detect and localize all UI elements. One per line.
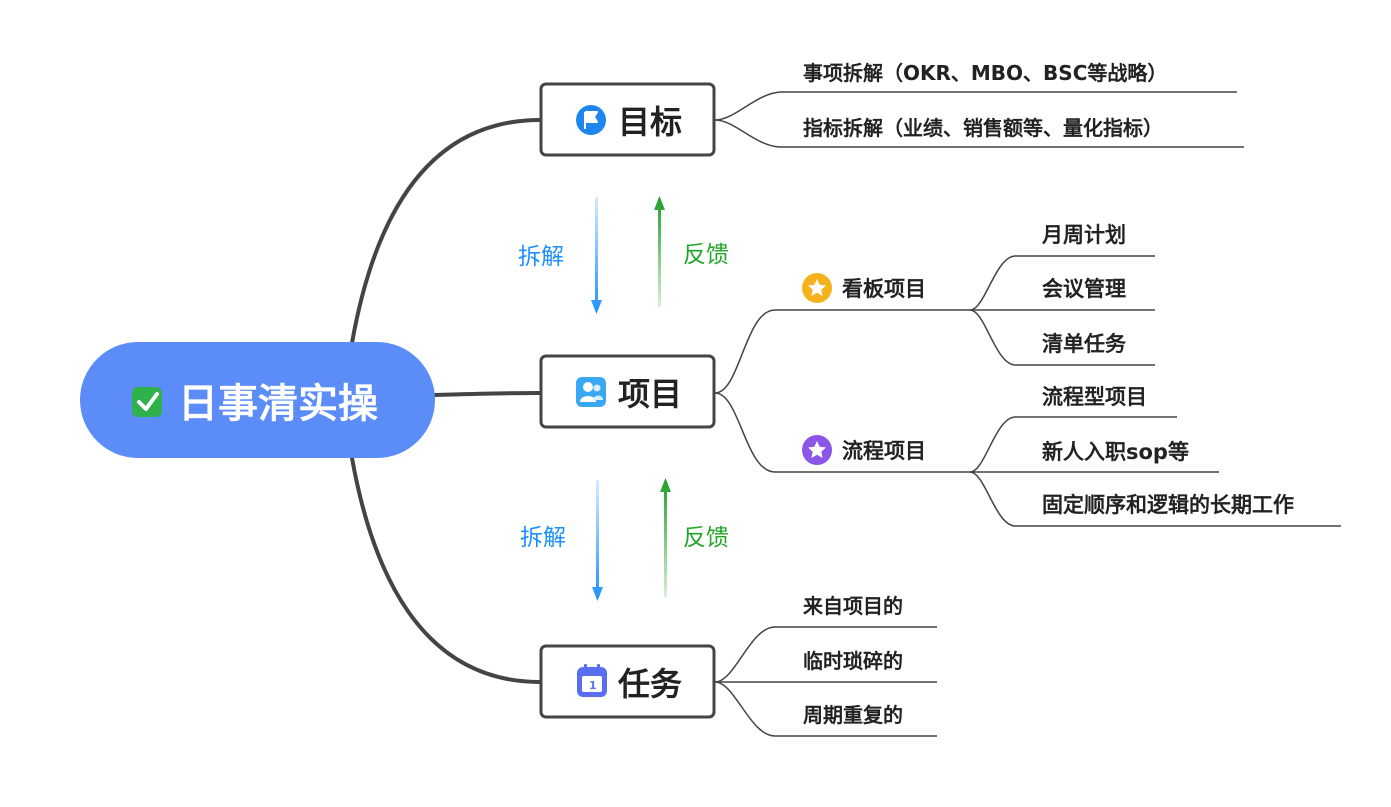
feedback-arrow (654, 196, 665, 307)
root-label: 日事清实操 (178, 381, 378, 427)
flow-upper: 拆解 反馈 (518, 196, 729, 314)
project-node[interactable]: 项目 (539, 354, 716, 429)
task-leaf[interactable]: 周期重复的 (803, 703, 903, 727)
process-leaf[interactable]: 固定顺序和逻辑的长期工作 (1042, 493, 1294, 517)
feedback-arrow (660, 478, 671, 597)
kanban-leaf[interactable]: 清单任务 (1042, 332, 1127, 356)
task-node[interactable]: 1 任务 (539, 644, 716, 719)
calendar-icon: 1 (577, 664, 607, 697)
goal-leaf[interactable]: 指标拆解（业绩、销售额等、量化指标） (803, 116, 1163, 140)
svg-text:1: 1 (589, 679, 597, 692)
process-leaf[interactable]: 新人入职sop等 (1042, 440, 1189, 464)
project-label: 项目 (618, 375, 682, 413)
task-label: 任务 (618, 665, 682, 703)
task-leaves: 来自项目的 临时琐碎的 周期重复的 (802, 594, 903, 727)
decompose-label: 拆解 (518, 244, 564, 270)
connector-root-goal (350, 118, 542, 345)
process-branch[interactable]: 流程项目 (802, 435, 926, 465)
process-leaf[interactable]: 流程型项目 (1042, 385, 1147, 409)
task-leaf-connectors (714, 626, 937, 737)
decompose-label: 拆解 (520, 525, 566, 551)
project-branch-connectors (714, 255, 1341, 527)
goal-leaf-connectors (714, 91, 1244, 148)
kanban-leaves: 月周计划 会议管理 清单任务 (1041, 223, 1127, 356)
decompose-arrow (591, 197, 602, 314)
feedback-label: 反馈 (683, 525, 729, 551)
goal-leaves: 事项拆解（OKR、MBO、BSC等战略） 指标拆解（业绩、销售额等、量化指标） (803, 61, 1167, 140)
kanban-leaf[interactable]: 月周计划 (1041, 223, 1126, 247)
kanban-branch[interactable]: 看板项目 (802, 273, 926, 303)
goal-node[interactable]: 目标 (539, 82, 716, 157)
root-node[interactable]: 日事清实操 (80, 342, 435, 458)
star-icon (802, 273, 832, 303)
check-icon (132, 387, 162, 417)
goal-label: 目标 (618, 103, 682, 141)
process-leaves: 流程型项目 新人入职sop等 固定顺序和逻辑的长期工作 (1042, 385, 1294, 517)
main-connectors (350, 118, 542, 684)
star-icon (802, 435, 832, 465)
task-leaf[interactable]: 临时琐碎的 (803, 649, 903, 673)
process-label: 流程项目 (842, 439, 926, 463)
flag-icon (576, 105, 606, 135)
connector-root-task (350, 456, 542, 684)
flow-lower: 拆解 反馈 (520, 478, 729, 601)
connector-root-project (430, 391, 542, 397)
task-leaf[interactable]: 来自项目的 (802, 594, 903, 618)
kanban-label: 看板项目 (842, 277, 926, 301)
people-icon (576, 377, 606, 407)
goal-leaf[interactable]: 事项拆解（OKR、MBO、BSC等战略） (803, 61, 1167, 85)
kanban-leaf[interactable]: 会议管理 (1042, 277, 1126, 301)
decompose-arrow (592, 480, 603, 601)
feedback-label: 反馈 (683, 242, 729, 268)
